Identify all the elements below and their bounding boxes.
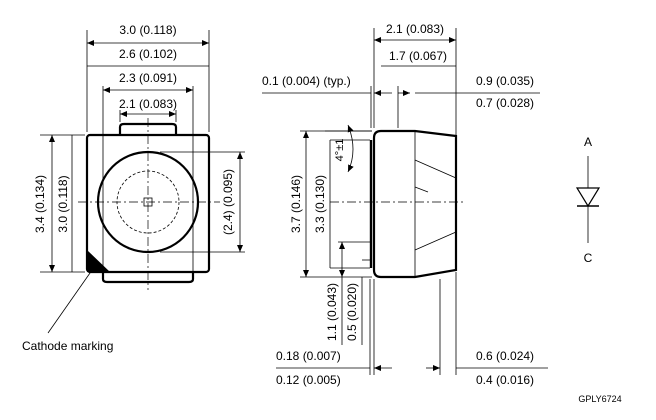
side-angle-label: 4°±1 — [334, 139, 346, 162]
side-lead-inner-label: 0.7 (0.028) — [476, 96, 534, 110]
top-pad-inner-label: 2.1 (0.083) — [119, 97, 177, 111]
top-width-body-label: 2.6 (0.102) — [119, 47, 177, 61]
side-depth-total-label: 2.1 (0.083) — [386, 22, 444, 36]
side-pad-max-label: 0.6 (0.024) — [476, 349, 534, 363]
cathode-marking-label: Cathode marking — [22, 339, 113, 353]
side-depth-body-label: 1.7 (0.067) — [389, 49, 447, 63]
diode-symbol: A C — [575, 135, 601, 265]
side-pad-min-label: 0.4 (0.016) — [476, 373, 534, 387]
diode-triangle-icon — [575, 187, 601, 208]
side-offset-typ-label: 0.1 (0.004) (typ.) — [262, 74, 351, 88]
side-lead-height-outer-label: 1.1 (0.043) — [325, 283, 339, 341]
side-height-body-label: 3.3 (0.130) — [313, 175, 327, 233]
side-lead-thick-min-label: 0.12 (0.005) — [276, 373, 341, 387]
side-lead-height-inner-label: 0.5 (0.020) — [345, 283, 359, 341]
drawing-code: GPLY6724 — [578, 394, 621, 404]
lens-diameter-label: (2.4) (0.095) — [221, 169, 235, 235]
cathode-chamfer — [87, 250, 110, 272]
side-view: 2.1 (0.083) 1.7 (0.067) 0.1 (0.004) (typ… — [262, 22, 548, 387]
top-height-body-label: 3.0 (0.118) — [56, 175, 70, 232]
top-height-outer-label: 3.4 (0.134) — [33, 175, 47, 233]
bottom-pad — [101, 272, 195, 284]
side-body-outline — [372, 129, 458, 279]
side-height-outer-label: 3.7 (0.146) — [289, 175, 303, 233]
side-lead-thick-max-label: 0.18 (0.007) — [276, 349, 341, 363]
cathode-label: C — [584, 251, 593, 265]
top-pad-outer-label: 2.3 (0.091) — [119, 71, 177, 85]
top-width-outer-label: 3.0 (0.118) — [119, 23, 176, 37]
side-lead-outer-label: 0.9 (0.035) — [476, 74, 534, 88]
top-view: 3.0 (0.118) 2.6 (0.102) 2.3 (0.091) 2.1 … — [22, 23, 245, 353]
anode-label: A — [584, 135, 592, 149]
